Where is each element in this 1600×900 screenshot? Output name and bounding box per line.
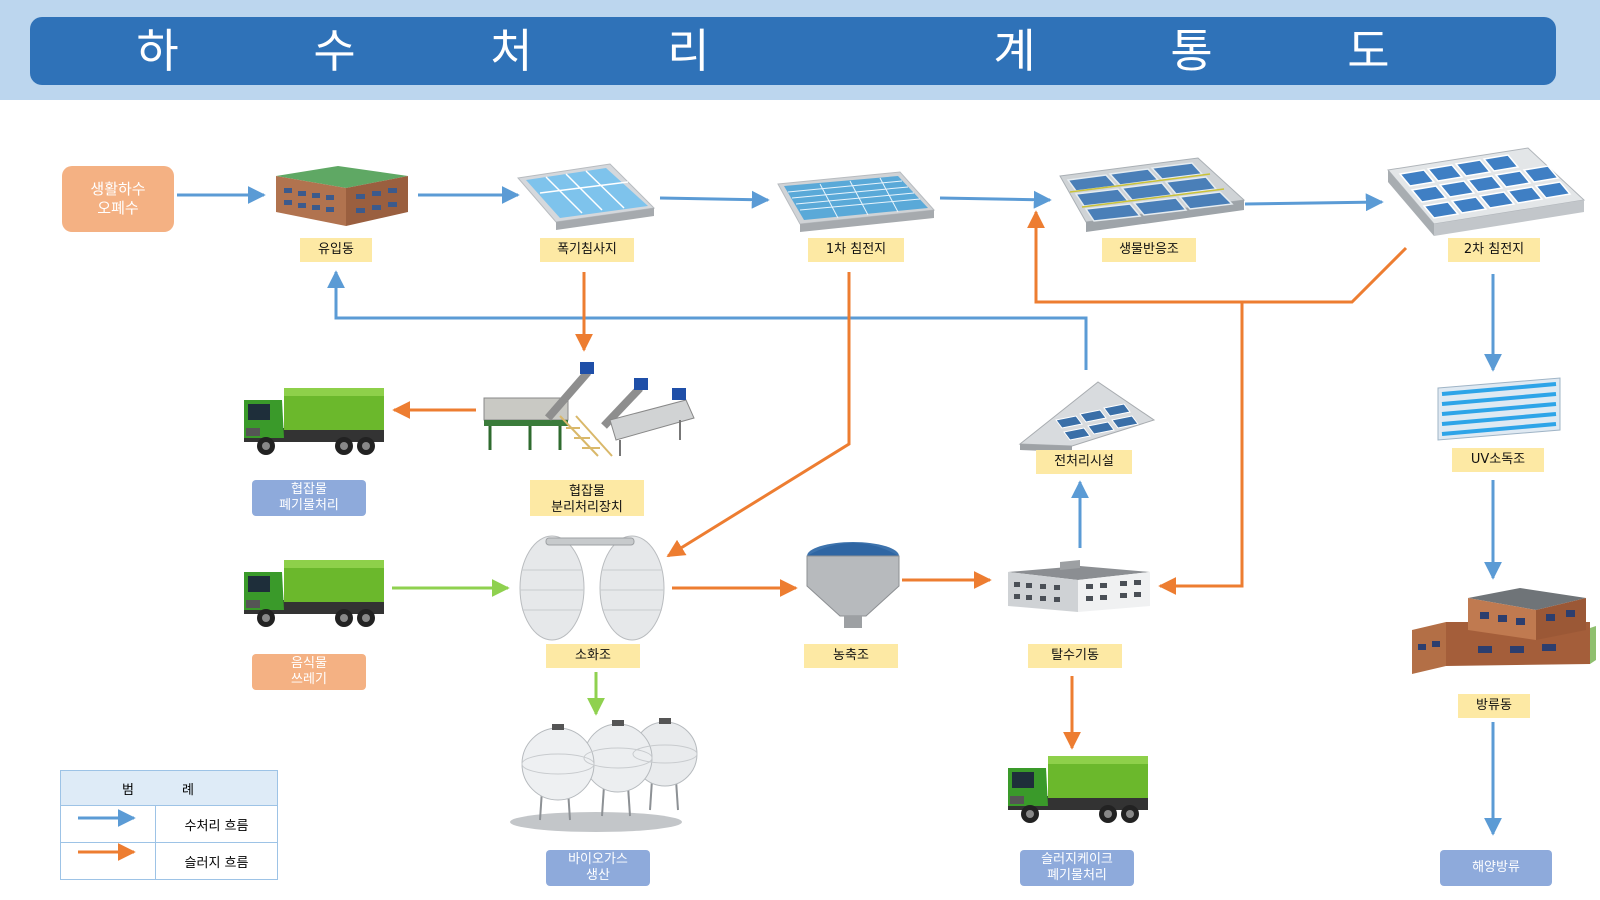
sludge-flow-lines (392, 210, 1408, 750)
discharge-building-illustration (1412, 588, 1596, 674)
label-primary-clarifier: 1차 침전지 (808, 238, 904, 262)
legend-title: 범 례 (60, 770, 278, 806)
sludge-truck-illustration (1008, 756, 1148, 823)
inflow-building-illustration (276, 166, 408, 226)
flow-primary-to-digester (666, 272, 851, 558)
label-thickener: 농축조 (804, 644, 898, 668)
biogas-tanks-illustration (510, 718, 698, 832)
label-bioreactor: 생물반응조 (1102, 238, 1196, 262)
title-bar: 하 수 처 리 계 통 도 (30, 17, 1556, 85)
label-dewatering: 탈수기동 (1028, 644, 1122, 668)
biogas-box: 바이오가스 생산 (546, 850, 650, 886)
label-debris-separator: 협잡물 분리처리장치 (530, 480, 644, 516)
label-secondary-clarifier: 2차 침전지 (1448, 238, 1540, 262)
water-flow-lines (177, 186, 1502, 836)
label-uv-disinfection: UV소독조 (1452, 448, 1544, 472)
title-band: 하 수 처 리 계 통 도 (0, 0, 1600, 100)
grit-chamber-illustration (517, 163, 656, 230)
flow-primary-to-bioreactor (939, 190, 1052, 209)
flow-secondary-return-to-bioreactor (1027, 210, 1408, 304)
primary-clarifier-illustration (777, 171, 936, 232)
flow-bioreactor-to-secondary (1244, 193, 1384, 212)
food-waste-flow-lines (392, 579, 605, 716)
secondary-clarifier-illustration (1387, 147, 1586, 236)
debris-disposal-box: 협잡물 폐기물처리 (252, 480, 366, 516)
flow-return-to-inflow (327, 270, 1088, 370)
pretreatment-illustration (1018, 381, 1156, 452)
label-pretreatment: 전처리시설 (1036, 450, 1132, 474)
debris-separator-illustration (483, 362, 695, 457)
bioreactor-illustration (1059, 157, 1246, 232)
legend-sludge-swatch (60, 842, 156, 880)
label-discharge-building: 방류동 (1458, 694, 1530, 718)
legend-water-label: 수처리 흐름 (155, 805, 278, 843)
thickener-illustration (806, 542, 900, 628)
sewage-source-box: 생활하수 오폐수 (62, 166, 174, 232)
ocean-discharge-box: 해양방류 (1440, 850, 1552, 886)
label-aerated-grit: 폭기침사지 (540, 238, 634, 262)
uv-disinfection-illustration (1437, 377, 1561, 441)
label-digester: 소화조 (546, 644, 640, 668)
foodwaste-truck-illustration (244, 560, 384, 627)
dewatering-building-illustration (1008, 560, 1150, 612)
sludge-cake-box: 슬러지케이크 폐기물처리 (1020, 850, 1134, 886)
debris-truck-illustration (244, 388, 384, 455)
page-title: 하 수 처 리 계 통 도 (136, 24, 1450, 78)
food-waste-box: 음식물 쓰레기 (252, 654, 366, 690)
label-inflow-building: 유입동 (300, 238, 372, 262)
flow-secondary-to-dewatering (1158, 302, 1244, 595)
legend-sludge-label: 슬러지 흐름 (155, 842, 278, 880)
flow-grit-to-primary (659, 190, 770, 209)
legend-water-swatch (60, 805, 156, 843)
digester-illustration (519, 535, 665, 641)
legend: 범 례 수처리 흐름 슬러지 흐름 (60, 770, 278, 880)
